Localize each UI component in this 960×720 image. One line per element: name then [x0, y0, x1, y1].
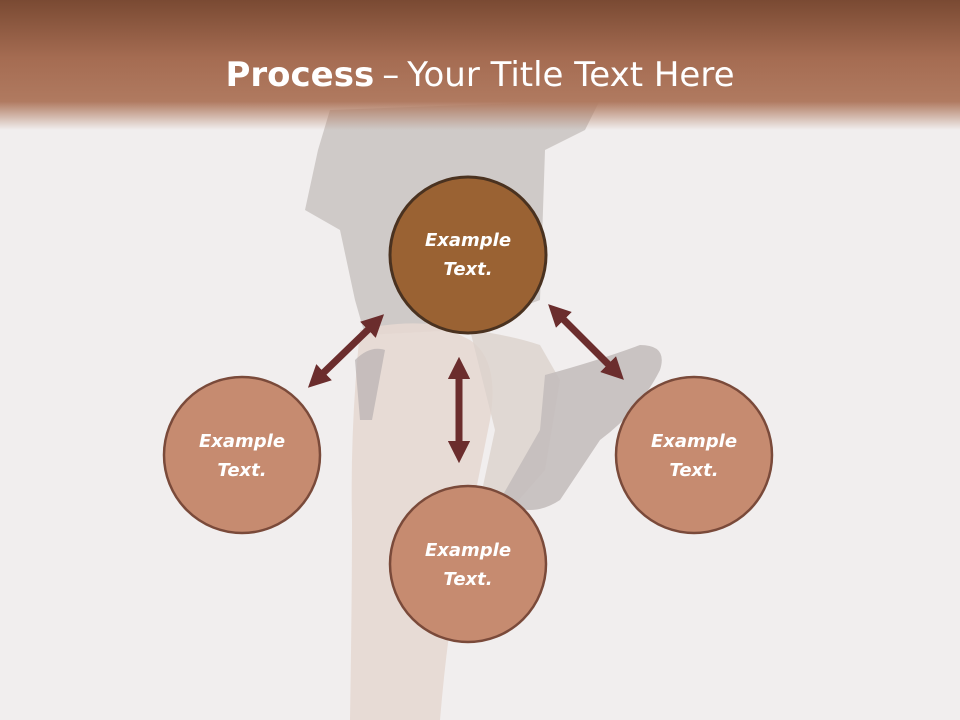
node-left[interactable]: Example Text.	[162, 375, 322, 535]
node-center-line1: Example	[425, 230, 511, 251]
title-bold: Process	[225, 55, 375, 95]
node-bottom[interactable]: Example Text.	[388, 484, 548, 644]
double-arrow-icon-right	[548, 304, 624, 380]
slide-title: Process–Your Title Text Here	[0, 50, 960, 100]
double-arrow-icon-left	[307, 314, 385, 388]
title-rest: Your Title Text Here	[407, 55, 735, 95]
title-bar	[0, 0, 960, 130]
node-center[interactable]: Example Text.	[388, 175, 548, 335]
node-left-line1: Example	[199, 431, 285, 452]
node-right[interactable]: Example Text.	[614, 375, 774, 535]
node-bottom-line1: Example	[425, 540, 511, 561]
node-right-line2: Text.	[669, 460, 718, 481]
node-bottom-line2: Text.	[443, 569, 492, 590]
node-right-line1: Example	[651, 431, 737, 452]
title-separator: –	[382, 55, 400, 95]
node-center-line2: Text.	[443, 259, 492, 280]
node-left-line2: Text.	[217, 460, 266, 481]
